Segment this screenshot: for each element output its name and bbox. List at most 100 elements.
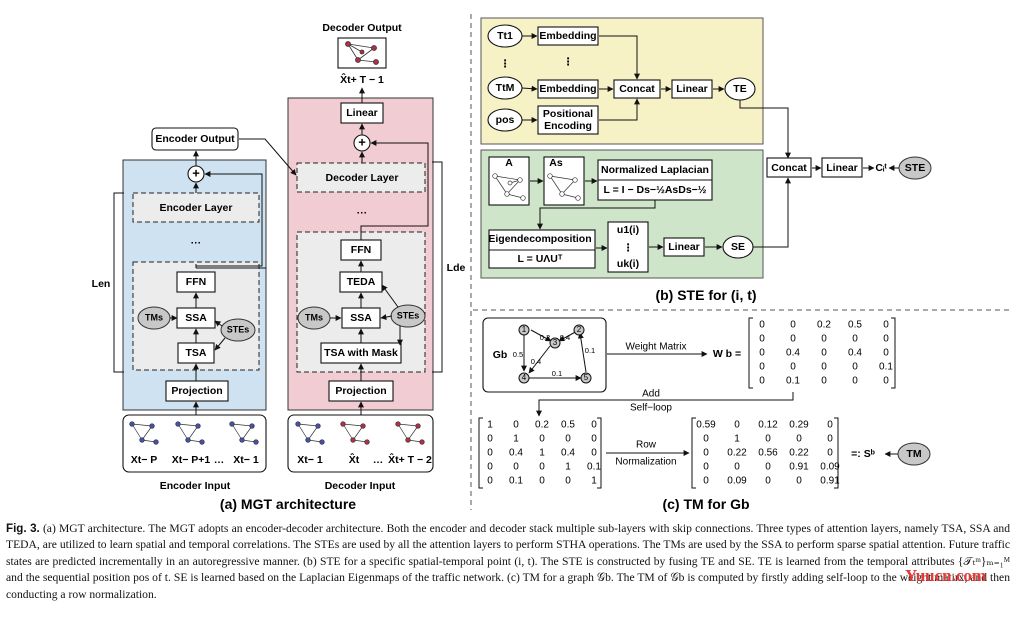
wb-cell-1-3: 0	[852, 334, 858, 345]
self-loop-cell-2-2: 1	[539, 448, 545, 459]
wb-cell-0-1: 0	[790, 320, 796, 331]
wb-cell-1-4: 0	[883, 334, 889, 345]
normalized-cell-0-0: 0.59	[696, 420, 716, 431]
te-vdots-mid: ⋮	[563, 56, 574, 68]
wb-cell-4-2: 0	[821, 376, 827, 387]
wb-cell-0-3: 0.5	[848, 320, 862, 331]
gb-label: Gb	[493, 349, 508, 361]
add-label: Add	[642, 389, 660, 400]
watermark-text: Yuucn.com	[905, 566, 987, 585]
self-loop-cell-3-1: 0	[513, 462, 519, 473]
enc-input-label-0: Xt− P	[131, 454, 158, 466]
self-loop-cell-1-3: 0	[565, 434, 571, 445]
teda-label: TEDA	[347, 276, 376, 288]
eigenvector-box	[607, 221, 649, 273]
normalized-cell-4-4: 0.91	[820, 476, 840, 487]
normalized-cell-3-1: 0	[734, 462, 740, 473]
decoder-input-graph-icons	[295, 421, 425, 445]
self-loop-cell-4-1: 0.1	[509, 476, 523, 487]
gb-node-5: 5	[584, 373, 589, 382]
positional-encoding-label-1: Positional	[543, 108, 593, 120]
wb-cell-4-4: 0	[883, 376, 889, 387]
eigendecomposition-box	[488, 229, 596, 269]
panel-a: Decoder Output X̂t+ T − 1 Linear + Decod…	[92, 22, 466, 512]
embedding-label-1: Embedding	[539, 30, 596, 42]
normalized-cell-2-4: 0	[827, 448, 833, 459]
row-label: Row	[636, 440, 657, 451]
encoder-stes-label: STEs	[227, 324, 250, 334]
wb-cell-2-2: 0	[821, 348, 827, 359]
wb-cell-2-1: 0.4	[786, 348, 800, 359]
wb-cell-1-0: 0	[759, 334, 765, 345]
encoder-stes-ellipse	[220, 318, 256, 342]
normalization-label: Normalization	[615, 457, 676, 468]
normalized-cell-4-3: 0	[796, 476, 802, 487]
normalized-cell-3-0: 0	[703, 462, 709, 473]
self-loop-label: Self−loop	[630, 403, 672, 414]
uk-label: uk(i)	[617, 258, 639, 270]
dec-input-label-0: Xt− 1	[297, 454, 323, 466]
decoder-input-title: Decoder Input	[325, 480, 396, 492]
decoder-stes-label: STEs	[397, 310, 420, 320]
as-label: As	[549, 157, 563, 169]
te-vdots-left: ⋮	[500, 58, 511, 70]
gb-graph-box	[482, 317, 607, 393]
figure: Decoder Output X̂t+ T − 1 Linear + Decod…	[92, 14, 1010, 512]
decoder-linear-label: Linear	[346, 107, 378, 119]
encoder-projection-label: Projection	[171, 385, 222, 397]
panel-c: Gb 1 2 3 4 5 0.2 0.4 0.5 0.4 0.1 0.1 Wei…	[478, 317, 931, 512]
normalized-cell-4-0: 0	[703, 476, 709, 487]
normalized-cell-1-2: 0	[765, 434, 771, 445]
positional-encoding-label-2: Encoding	[544, 120, 592, 132]
normalized-cell-0-2: 0.12	[758, 420, 778, 431]
te-linear-label: Linear	[676, 83, 708, 95]
normalized-cell-3-2: 0	[765, 462, 771, 473]
self-loop-cell-0-3: 0.5	[561, 420, 575, 431]
decoder-output-label: Decoder Output	[322, 22, 402, 34]
encoder-ffn-label: FFN	[186, 276, 206, 288]
encoder-projection-box	[165, 380, 229, 402]
self-loop-cell-1-2: 0	[539, 434, 545, 445]
self-loop-cell-2-0: 0	[487, 448, 493, 459]
wb-cell-3-2: 0	[821, 362, 827, 373]
encoder-tsa-label: TSA	[186, 347, 207, 359]
wb-cell-0-4: 0	[883, 320, 889, 331]
te-concat-label: Concat	[619, 83, 655, 95]
sb-label: =: Sᵇ	[851, 448, 875, 460]
dec-input-label-1: X̂t	[349, 453, 360, 466]
wb-cell-3-0: 0	[759, 362, 765, 373]
encoder-layer-label: Encoder Layer	[160, 202, 233, 214]
wb-label: W b =	[713, 348, 741, 360]
decoder-ellipsis: ···	[357, 207, 368, 219]
gb-weight-1: 0.4	[560, 333, 570, 342]
normalized-laplacian-label: Normalized Laplacian	[601, 164, 709, 176]
te-label: TE	[733, 83, 746, 95]
normalized-cell-2-3: 0.22	[789, 448, 809, 459]
gb-node-4: 4	[522, 373, 527, 382]
decoder-output-graph-icon	[345, 41, 379, 65]
normalized-cell-2-0: 0	[703, 448, 709, 459]
self-loop-cell-3-2: 0	[539, 462, 545, 473]
self-loop-cell-4-3: 0	[565, 476, 571, 487]
encoder-ssa-label: SSA	[185, 312, 207, 324]
encoder-input-graph-icons	[129, 421, 259, 445]
self-loop-cell-3-4: 0.1	[587, 462, 601, 473]
encoder-ffn-box	[176, 271, 216, 293]
self-loop-cell-0-2: 0.2	[535, 420, 549, 431]
l-en-label: Len	[92, 278, 111, 290]
gb-node-2: 2	[577, 325, 582, 334]
normalized-cell-1-1: 1	[734, 434, 740, 445]
panel-b-title: (b) STE for (i, t)	[655, 287, 756, 303]
panel-b: Tt1 ⋮ TtM pos Embedding ⋮ Embedding Posi…	[480, 17, 932, 303]
wb-matrix	[748, 317, 896, 389]
laplacian-formula: L = I − Ds−½AsDs−½	[603, 184, 706, 196]
encoder-tms-label: TMs	[145, 312, 163, 322]
enc-input-label-1: Xt− P+1	[172, 454, 211, 466]
decoder-layer-box	[296, 162, 426, 193]
ste-concat-box	[766, 157, 812, 178]
gb-node-3: 3	[553, 338, 558, 347]
normalized-cell-3-3: 0.91	[789, 462, 809, 473]
gb-node-1: 1	[522, 325, 527, 334]
